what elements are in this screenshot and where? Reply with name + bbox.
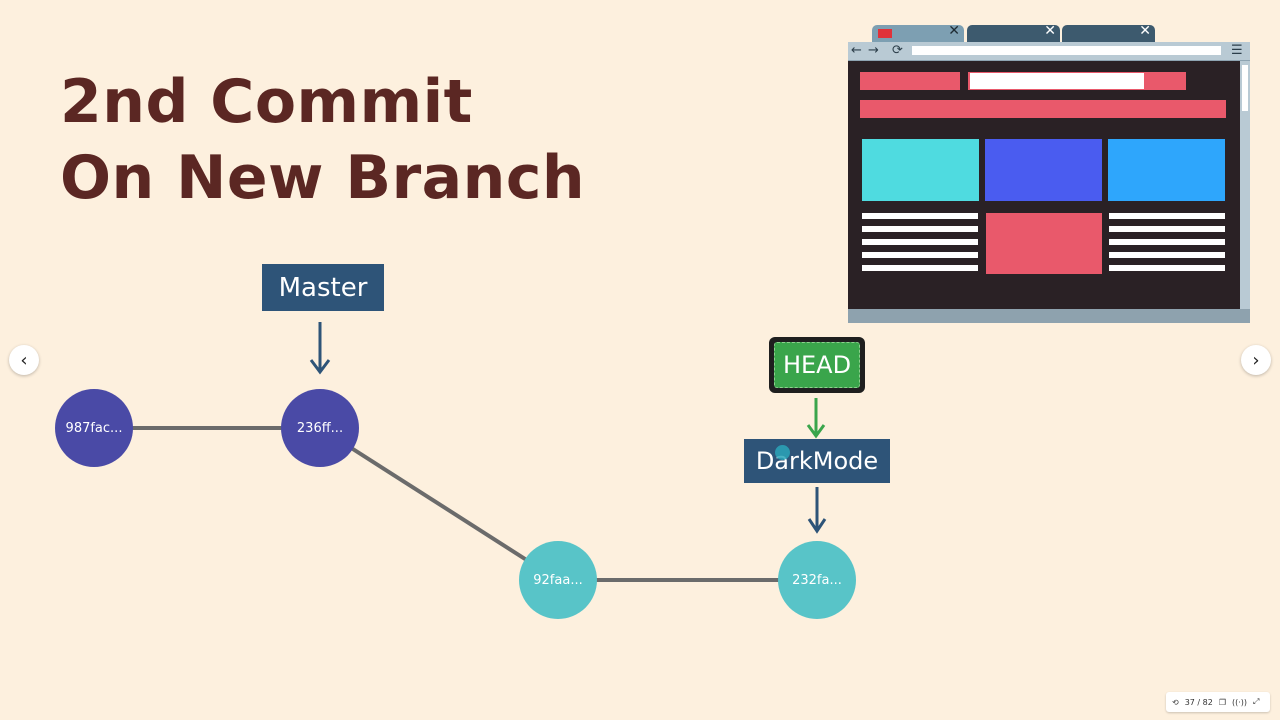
commit-hash: 232fa... <box>792 572 842 588</box>
menu-icon: ☰ <box>1231 43 1243 58</box>
browser-tab-1: ✕ <box>872 23 964 42</box>
commit-node-232fa: 232fa... <box>778 541 856 619</box>
title-line-1: 2nd Commit <box>60 67 473 137</box>
fullscreen-icon[interactable]: ⤢ <box>1253 697 1260 706</box>
browser-toolbar: ← → ⟳ ☰ <box>848 42 1250 61</box>
mock-card-2 <box>985 139 1102 201</box>
commit-node-236ff: 236ff... <box>281 389 359 467</box>
close-icon: ✕ <box>948 23 960 39</box>
browser-scrollbar <box>1240 61 1250 309</box>
head-label-text: HEAD <box>782 351 852 379</box>
mock-card-3 <box>1108 139 1225 201</box>
close-icon: ✕ <box>1044 23 1056 39</box>
forward-arrow-icon: → <box>868 43 879 58</box>
next-slide-button[interactable]: › <box>1241 345 1271 375</box>
chevron-right-icon: › <box>1252 349 1260 371</box>
favicon <box>878 29 892 38</box>
commit-hash: 92faa... <box>533 572 583 588</box>
darkmode-branch-label: DarkMode <box>744 439 890 483</box>
mock-search-field <box>970 73 1144 89</box>
cursor-highlight <box>775 445 790 460</box>
player-control-bar: ⟲ 37 / 82 ❐ ((·)) ⤢ <box>1166 692 1270 712</box>
commit-node-92faa: 92faa... <box>519 541 597 619</box>
mock-nav-bar <box>860 100 1226 118</box>
slide-title: 2nd Commit On New Branch <box>60 64 585 216</box>
edge-236-92f <box>318 426 560 582</box>
browser-tab-2: ✕ <box>967 23 1060 42</box>
branch-arrow <box>807 487 827 534</box>
mock-card-1 <box>862 139 979 201</box>
mock-image-block <box>986 213 1102 274</box>
chevron-left-icon: ‹ <box>20 349 28 371</box>
previous-slide-button[interactable]: ‹ <box>9 345 39 375</box>
master-branch-label: Master <box>262 264 384 311</box>
browser-tab-3: ✕ <box>1062 23 1155 42</box>
reload-icon[interactable]: ⟲ <box>1172 697 1179 707</box>
title-line-2: On New Branch <box>60 143 586 213</box>
head-pointer-label: HEAD <box>769 337 865 393</box>
page-indicator: 37 / 82 <box>1184 697 1213 707</box>
window-icon[interactable]: ❐ <box>1218 697 1227 707</box>
browser-mockup-illustration: ✕ ✕ ✕ ← → ⟳ ☰ <box>848 23 1250 325</box>
refresh-icon: ⟳ <box>892 43 903 58</box>
head-label-inner: HEAD <box>774 342 860 388</box>
scroll-thumb <box>1242 65 1248 111</box>
master-arrow <box>309 322 331 375</box>
close-icon: ✕ <box>1139 23 1151 39</box>
commit-node-987fac: 987fac... <box>55 389 133 467</box>
broadcast-icon[interactable]: ((·)) <box>1232 697 1248 707</box>
commit-hash: 987fac... <box>65 420 123 436</box>
head-arrow <box>806 398 826 439</box>
back-arrow-icon: ← <box>851 43 862 58</box>
browser-bottom-bar <box>848 309 1250 323</box>
browser-viewport <box>848 61 1240 309</box>
url-bar <box>912 46 1221 55</box>
commit-hash: 236ff... <box>296 420 344 436</box>
mock-logo-block <box>860 72 960 90</box>
master-label-text: Master <box>278 272 368 303</box>
